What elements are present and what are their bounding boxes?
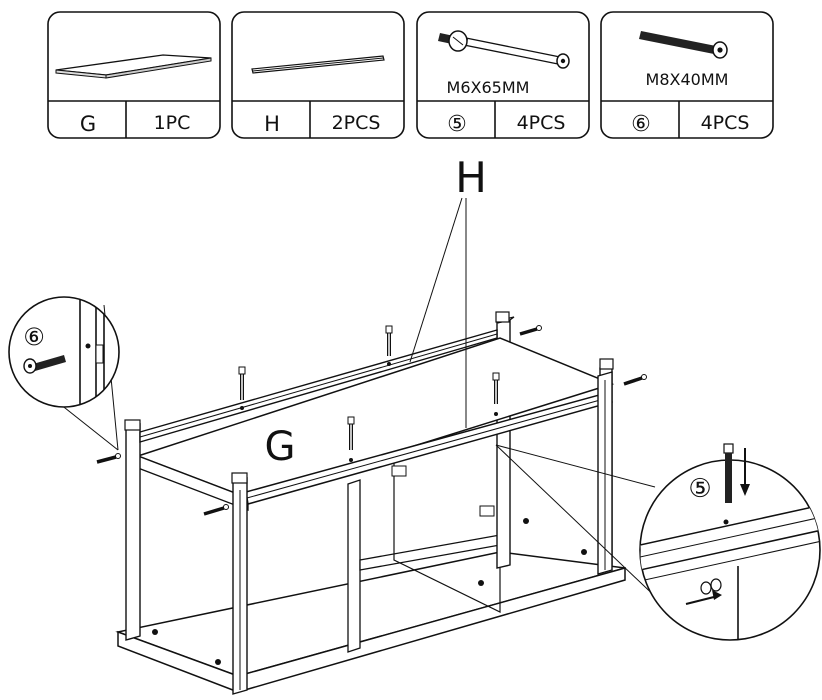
- part-qty-label: 4PCS: [701, 112, 750, 134]
- detail-right-badge: ⑤: [688, 474, 711, 504]
- part-card-5: M6X65MM ⑤ 4PCS: [416, 11, 590, 139]
- detail-leader-right: [495, 444, 656, 488]
- left-back-leg: [124, 419, 141, 641]
- bolt-m6x65-vertical: [347, 416, 355, 462]
- h-leader-lines: [409, 197, 467, 428]
- rail-label: H: [455, 153, 487, 202]
- part-card-h: H 2PCS: [231, 11, 405, 139]
- part-id-label: ⑥: [631, 112, 651, 137]
- part-size-caption: M8X40MM: [646, 70, 729, 89]
- bolt-m6x65-vertical: [492, 372, 500, 416]
- panel-g: [135, 337, 615, 511]
- part-id-label: G: [80, 112, 96, 136]
- bolt-m8x40-horizontal: [519, 325, 542, 336]
- panel-label: G: [265, 424, 296, 470]
- detail-leader-right: [495, 444, 663, 604]
- bolt-m8x40-horizontal: [96, 453, 121, 464]
- part-qty-label: 4PCS: [517, 112, 566, 134]
- bolt-m8x40-horizontal: [623, 374, 647, 386]
- part-qty-label: 1PC: [154, 112, 191, 134]
- front-left-leg: [231, 472, 248, 695]
- bolt-m8x40-horizontal: [203, 504, 229, 516]
- detail-circle-right: ⑤: [639, 443, 821, 641]
- part-size-caption: M6X65MM: [447, 78, 530, 97]
- part-card-g: G 1PC: [47, 11, 221, 139]
- front-right-leg: [597, 371, 613, 575]
- detail-left-badge: ⑥: [23, 323, 45, 351]
- part-card-6: M8X40MM ⑥ 4PCS: [600, 11, 774, 139]
- part-id-label: H: [264, 112, 280, 136]
- bolt-m6x65-vertical: [385, 325, 393, 366]
- part-qty-label: 2PCS: [332, 112, 381, 134]
- cabinet-assembly: H G: [59, 153, 663, 695]
- rail-h-rear: [139, 329, 498, 443]
- part-id-label: ⑤: [447, 112, 467, 137]
- bolt-m6x65-icon: [438, 30, 570, 69]
- panel-g-icon: [55, 54, 212, 79]
- rail-h-icon: [251, 55, 385, 74]
- inner-divider: [347, 429, 501, 653]
- detail-leader-left: [59, 403, 119, 451]
- bolt-m6x65-vertical: [238, 366, 246, 410]
- parts-legend: G 1PC H 2PCS: [47, 11, 774, 139]
- bottom-board: [115, 518, 626, 694]
- bolt-m6x65-detail: [723, 443, 734, 503]
- detail-circle-left: ⑥: [8, 296, 120, 408]
- arrow-down-icon: [740, 448, 750, 496]
- bolt-m8x40-icon: [639, 31, 728, 59]
